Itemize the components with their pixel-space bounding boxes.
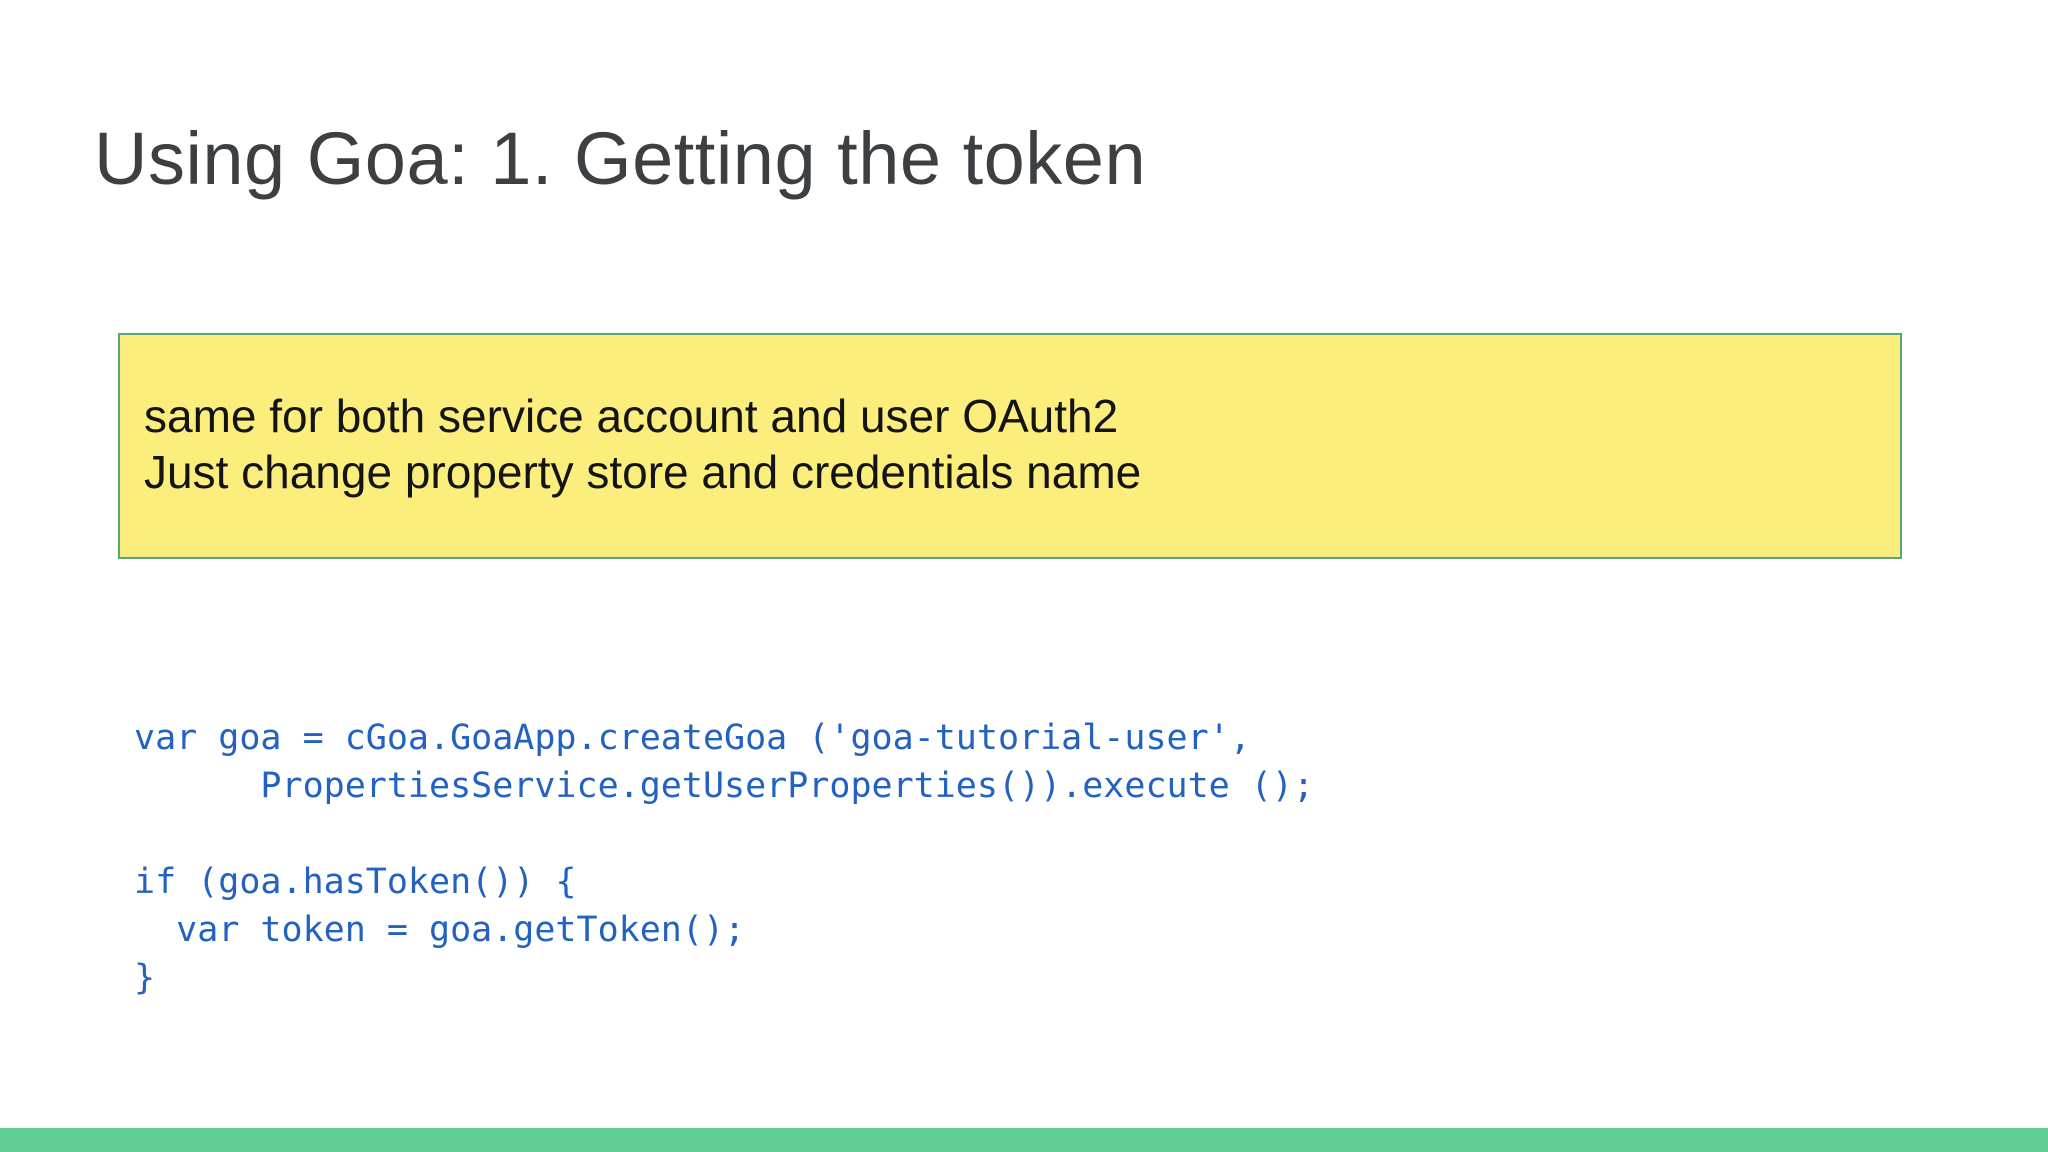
code-block: var goa = cGoa.GoaApp.createGoa ('goa-tu…	[134, 718, 1315, 998]
slide-title: Using Goa: 1. Getting the token	[94, 117, 1147, 200]
callout-line-2: Just change property store and credentia…	[144, 446, 1142, 498]
bottom-accent-bar	[0, 1128, 2048, 1152]
callout-box: same for both service account and user O…	[118, 333, 1902, 559]
callout-line-1: same for both service account and user O…	[144, 390, 1119, 442]
